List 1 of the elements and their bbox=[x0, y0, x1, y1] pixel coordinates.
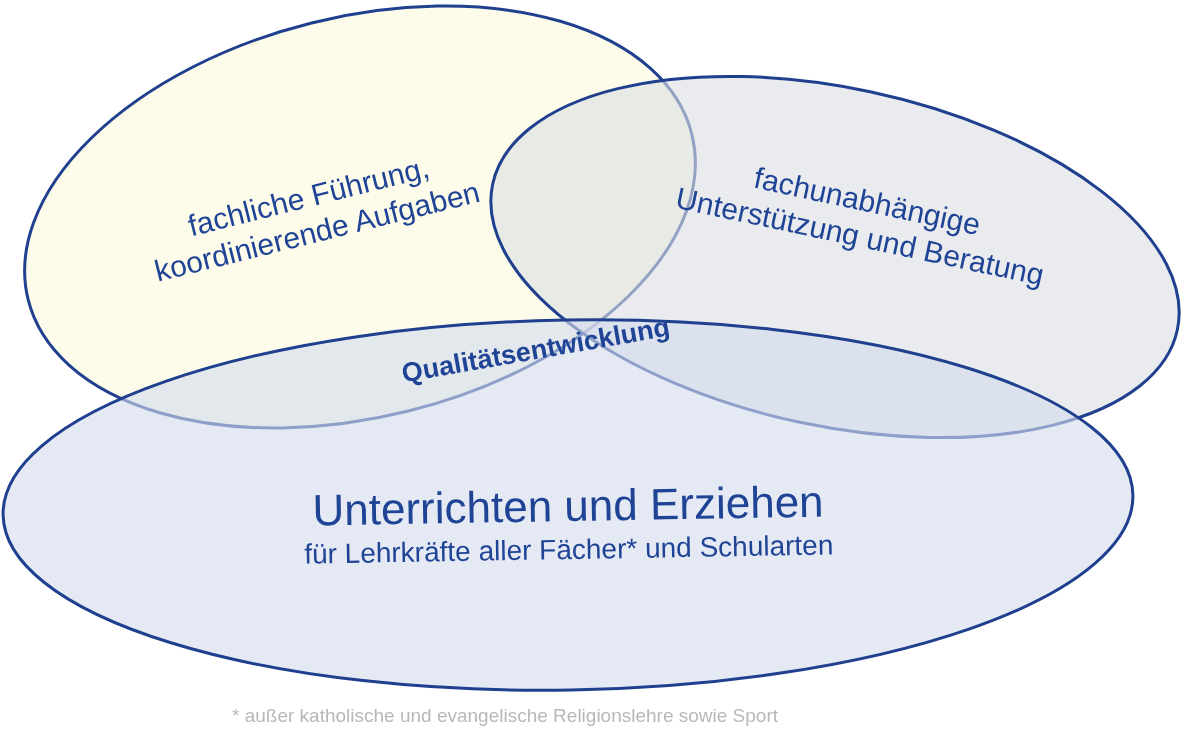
footnote: * außer katholische und evangelische Religionslehre sowie Sport bbox=[232, 704, 779, 728]
